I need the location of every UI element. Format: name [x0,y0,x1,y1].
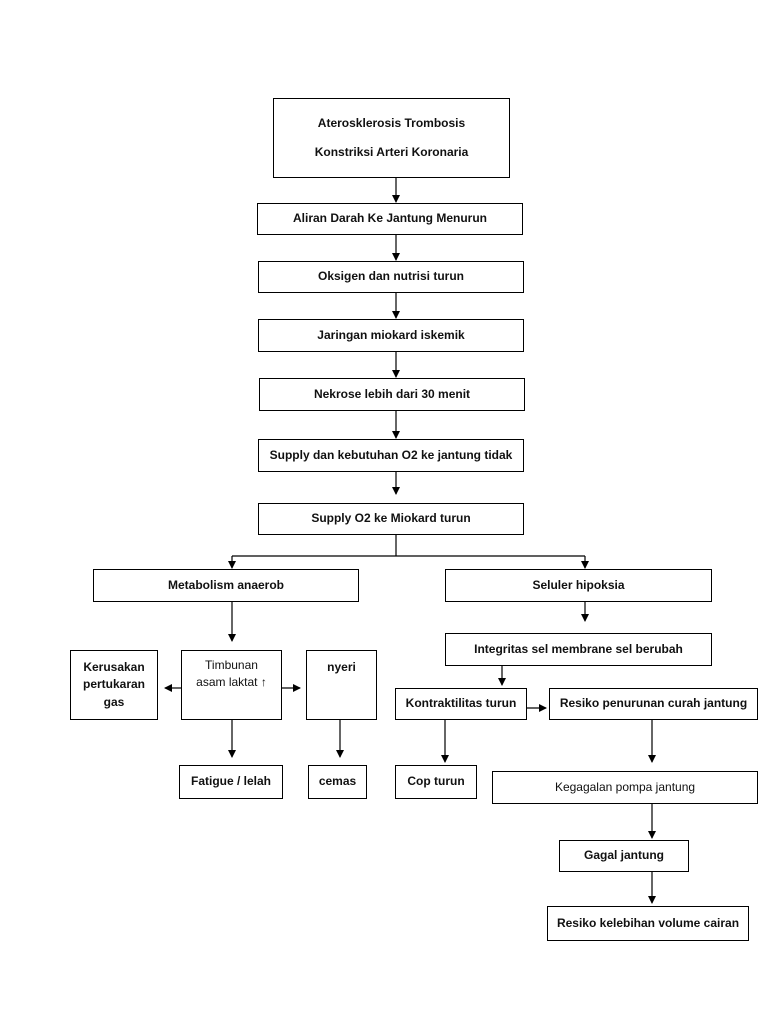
node-jaringan-iskemik-label: Jaringan miokard iskemik [317,327,465,342]
node-timbunan: Timbunan asam laktat ↑ [181,650,282,720]
node-seluler: Seluler hipoksia [445,569,712,602]
node-oksigen-nutrisi-label: Oksigen dan nutrisi turun [317,269,464,284]
node-kerusakan: Kerusakan pertukaran gas [70,650,158,720]
node-resiko-cairan: Resiko kelebihan volume cairan [547,906,749,941]
node-aliran-darah-label: Aliran Darah Ke Jantung Menurun [292,211,488,226]
node-oksigen-nutrisi: Oksigen dan nutrisi turun [258,261,524,293]
node-metabolisme-label: Metabolism anaerob [167,577,285,592]
node-supply-o2: Supply O2 ke Miokard turun [258,503,524,535]
node-resiko-curah-label: Resiko penurunan curah jantung [559,696,748,711]
node-kontraktilitas: Kontraktilitas turun [395,688,527,720]
node-gagal-label: Gagal jantung [583,848,664,863]
node-aterosklerosis-konstriksi: Aterosklerosis Trombosis Konstriksi Arte… [273,98,510,178]
node-metabolisme: Metabolism anaerob [93,569,359,602]
node-integritas-label: Integritas sel membrane sel berubah [474,641,683,656]
node-cop: Cop turun [395,765,477,799]
node-resiko-curah: Resiko penurunan curah jantung [549,688,758,720]
node-fatigue-label: Fatigue / lelah [190,774,271,789]
node-integritas: Integritas sel membrane sel berubah [445,633,712,666]
node-nyeri: nyeri [306,650,377,720]
node-cemas: cemas [308,765,367,799]
node-kontraktilitas-label: Kontraktilitas turun [405,696,517,711]
node-kerusakan-label: Kerusakan pertukaran gas [82,659,146,709]
node-cemas-label: cemas [318,774,357,789]
node-supply-kebutuhan-label: Supply dan kebutuhan O2 ke jantung tidak [269,447,513,462]
node-nyeri-label: nyeri [327,660,356,674]
node-kegagalan: Kegagalan pompa jantung [492,771,758,804]
node-aterosklerosis-label: Aterosklerosis Trombosis [317,115,466,130]
node-nekrose: Nekrose lebih dari 30 menit [259,378,525,411]
node-jaringan-iskemik: Jaringan miokard iskemik [258,319,524,352]
node-cop-label: Cop turun [407,774,465,789]
node-seluler-label: Seluler hipoksia [532,577,625,592]
node-gagal: Gagal jantung [559,840,689,872]
node-aliran-darah: Aliran Darah Ke Jantung Menurun [257,203,523,235]
node-supply-kebutuhan: Supply dan kebutuhan O2 ke jantung tidak [258,439,524,472]
node-fatigue: Fatigue / lelah [179,765,283,799]
node-resiko-cairan-label: Resiko kelebihan volume cairan [556,915,740,930]
node-supply-o2-label: Supply O2 ke Miokard turun [311,511,471,526]
node-konstriksi-label: Konstriksi Arteri Koronaria [314,145,469,159]
node-nekrose-label: Nekrose lebih dari 30 menit [313,386,471,401]
node-kegagalan-label: Kegagalan pompa jantung [554,779,696,794]
node-timbunan-label: Timbunan asam laktat ↑ [196,658,267,690]
